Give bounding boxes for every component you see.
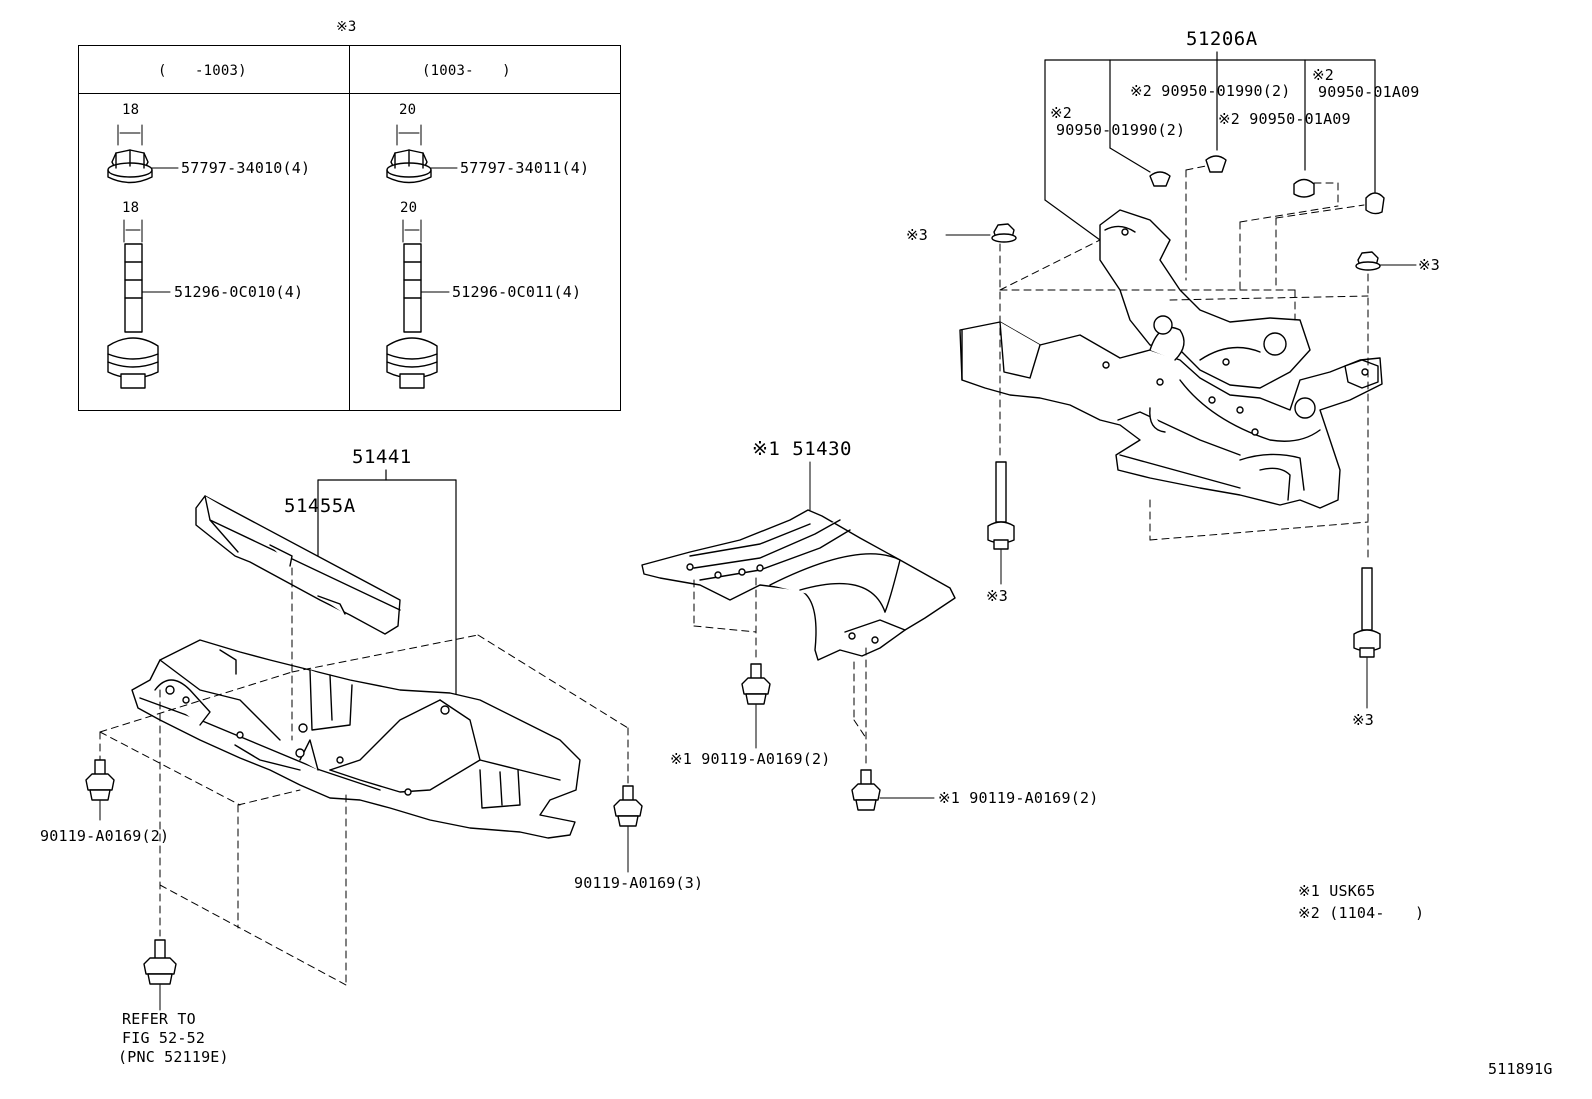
clip-icon-2 <box>1205 155 1227 173</box>
part-label-bolt-cover-right: ※1 90119-A0169(2) <box>938 789 1099 807</box>
nut-part-number-2: 57797-34011(4) <box>460 159 590 177</box>
flange-nut-icon-2 <box>386 149 432 184</box>
bolt-part-number-1: 51296-0C010(4) <box>174 283 304 301</box>
figure-code: 511891G <box>1488 1060 1553 1078</box>
clip-bolt-icon-left <box>85 759 115 801</box>
refer-text-line-2: FIG 52-52 <box>122 1029 206 1047</box>
guide-lines-under-cover <box>99 567 629 986</box>
table-col2-header: (1003- ) <box>422 63 511 79</box>
refer-text-line-1: REFER TO <box>122 1010 196 1028</box>
under-cover-51441 <box>131 639 581 839</box>
table-col1-header: ( -1003) <box>158 63 247 79</box>
clip-icon-1 <box>1149 171 1171 187</box>
cover-51430 <box>641 509 956 661</box>
nut-icon-left <box>991 223 1017 243</box>
part-label-stopper-b-mark: ※2 <box>1312 66 1334 84</box>
part-label-51455A: 51455A <box>284 495 356 517</box>
dim-mark-bolt-18 <box>123 219 143 243</box>
legend-note-2: ※2 (1104- ) <box>1298 904 1425 922</box>
clip-bolt-icon-right <box>613 785 643 827</box>
bushing-bolt-icon-1 <box>107 243 159 389</box>
guide-lines-cover <box>693 577 867 769</box>
bolt-part-number-2: 51296-0C011(4) <box>452 283 582 301</box>
dim-mark-nut-20 <box>396 124 422 146</box>
nut-part-number-1: 57797-34010(4) <box>181 159 311 177</box>
part-label-clip-c: 90950-01990(2) <box>1056 121 1186 139</box>
reinforcement-51455A <box>195 495 401 635</box>
variant-table <box>78 45 621 411</box>
part-label-bolt-cover-left: ※1 90119-A0169(2) <box>670 750 831 768</box>
part-label-51206A: 51206A <box>1186 28 1258 50</box>
bolt-dimension-1: 18 <box>122 200 140 216</box>
part-label-bolt-under-right: 90119-A0169(3) <box>574 874 704 892</box>
note-mark-bolt-left: ※3 <box>986 587 1008 605</box>
table-column-divider <box>349 46 350 410</box>
leader-bracket-51441 <box>317 469 457 697</box>
table-note-mark: ※3 <box>336 19 357 35</box>
nut-icon-right <box>1355 251 1381 271</box>
part-label-stopper-b: 90950-01A09 <box>1318 83 1420 101</box>
note-mark-bolt-right: ※3 <box>1352 711 1374 729</box>
suspension-member-51206A <box>959 209 1383 509</box>
note-mark-nut-right: ※3 <box>1418 256 1440 274</box>
leader-bracket-51206A <box>1044 51 1376 241</box>
legend-note-1: ※1 USK65 <box>1298 882 1376 900</box>
member-bolt-icon-right <box>1353 567 1381 658</box>
part-label-clip-a: ※2 90950-01990(2) <box>1130 82 1291 100</box>
stopper-icon-1 <box>1293 178 1315 198</box>
dim-mark-nut-18 <box>117 124 143 146</box>
part-label-51441: 51441 <box>352 446 412 468</box>
bushing-bolt-icon-2 <box>386 243 438 389</box>
part-label-51430: ※1 51430 <box>752 438 852 460</box>
stopper-icon-2 <box>1365 192 1385 215</box>
guide-lines-member <box>999 165 1369 561</box>
clip-bolt-icon-refer <box>143 939 177 985</box>
nut-dimension-2: 20 <box>399 102 417 118</box>
clip-bolt-icon-cover-left <box>741 663 771 705</box>
part-label-stopper-d: ※2 90950-01A09 <box>1218 110 1351 128</box>
dim-mark-bolt-20 <box>402 219 422 243</box>
bolt-dimension-2: 20 <box>400 200 418 216</box>
member-bolt-icon-left <box>987 461 1015 550</box>
note-mark-nut-left: ※3 <box>906 226 928 244</box>
refer-text-line-3: (PNC 52119E) <box>118 1048 229 1066</box>
nut-dimension-1: 18 <box>122 102 140 118</box>
clip-bolt-icon-cover-right <box>851 769 881 811</box>
part-label-bolt-under-left: 90119-A0169(2) <box>40 827 170 845</box>
flange-nut-icon-1 <box>107 149 153 184</box>
part-label-clip-c-mark: ※2 <box>1050 104 1072 122</box>
